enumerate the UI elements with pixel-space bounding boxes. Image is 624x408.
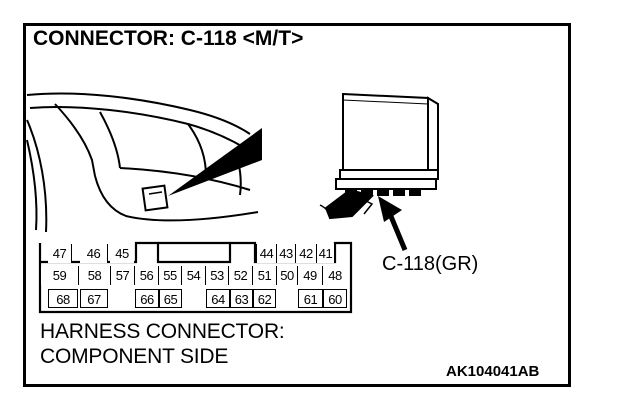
connector-pin: 59 [41, 266, 79, 285]
connector-pin: 44 [256, 244, 277, 263]
connector-pin: 56 [135, 266, 159, 285]
connector-pin: 58 [79, 266, 111, 285]
connector-pin: 65 [159, 289, 182, 308]
connector-pin: 54 [182, 266, 206, 285]
pointer-arrow-icon [378, 196, 408, 251]
connector-pin: 49 [298, 266, 323, 285]
caption-line-1: HARNESS CONNECTOR: [40, 320, 285, 343]
connector-pin: 60 [323, 289, 347, 308]
connector-pin: 63 [230, 289, 253, 308]
connector-pin: 62 [253, 289, 276, 308]
connector-pin: 47 [48, 244, 72, 263]
connector-outline [38, 241, 353, 314]
connector-pin: 45 [110, 244, 134, 263]
connector-pin: 53 [206, 266, 229, 285]
page-title: CONNECTOR: C-118 <M/T> [33, 27, 304, 50]
connector-pin: 64 [206, 289, 230, 308]
connector-pin: 67 [80, 289, 108, 308]
connector-pin: 46 [80, 244, 108, 263]
connector-location-icon [141, 184, 169, 212]
figure-code: AK104041AB [446, 363, 540, 380]
vehicle-dashboard-icon [26, 92, 259, 233]
connector-pin: 55 [159, 266, 182, 285]
diagram-frame [23, 23, 571, 387]
connector-pin: 50 [277, 266, 298, 285]
connector-pin: 68 [48, 289, 78, 308]
connector-pin: 48 [323, 266, 347, 285]
connector-pin: 66 [135, 289, 159, 308]
connector-pin: 57 [111, 266, 135, 285]
ecu-module-icon [319, 92, 439, 220]
connector-callout-label: C-118(GR) [382, 253, 479, 275]
connector-pin: 42 [296, 244, 317, 263]
connector-pin: 52 [229, 266, 253, 285]
connector-pin: 41 [317, 244, 335, 263]
connector-pin: 43 [277, 244, 296, 263]
callout-wedge [168, 128, 262, 196]
connector-pin: 51 [253, 266, 277, 285]
caption-line-2: COMPONENT SIDE [40, 345, 229, 368]
connector-pin: 61 [298, 289, 323, 308]
